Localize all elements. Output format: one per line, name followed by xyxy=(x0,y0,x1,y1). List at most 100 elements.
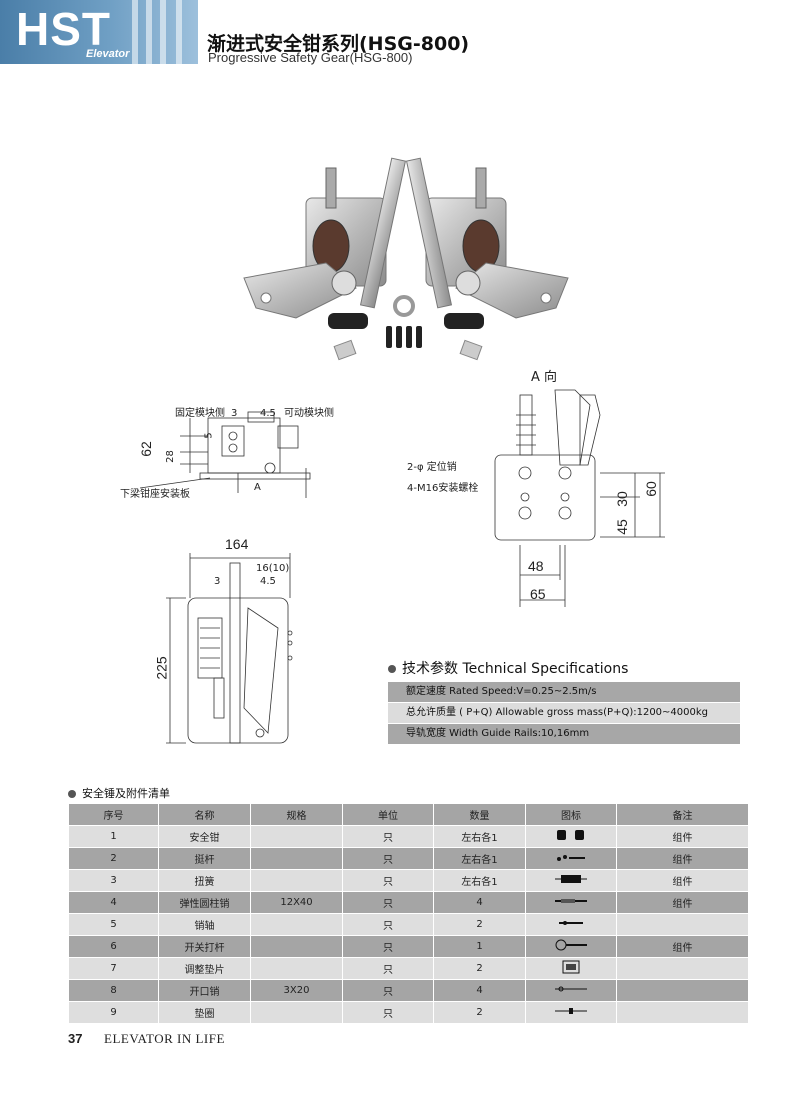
page-title-cn: 渐进式安全钳系列(HSG-800) xyxy=(207,33,470,55)
safety-gear-pair-icon xyxy=(525,825,617,848)
table-header-col-note: 备注 xyxy=(616,803,749,826)
shim-icon xyxy=(525,957,617,980)
switch-lever-icon xyxy=(525,935,617,958)
table-cell-col-unit: 只 xyxy=(342,913,434,936)
side-view-drawing xyxy=(166,553,293,744)
logo-text: HST xyxy=(16,3,111,55)
table-cell-col-no: 9 xyxy=(68,1001,159,1024)
dim-164: 164 xyxy=(225,536,249,552)
dim-45: 45 xyxy=(613,519,630,535)
brand-logo: HST Elevator xyxy=(0,0,198,64)
table-cell-col-spec xyxy=(250,869,343,892)
table-cell-col-no: 5 xyxy=(68,913,159,936)
product-photo xyxy=(243,157,569,361)
table-cell-col-qty: 2 xyxy=(433,957,526,980)
label-mount-plate: 下梁钳座安装板 xyxy=(120,489,190,500)
accessories xyxy=(328,295,484,361)
table-header-row: 序号名称规格单位数量图标备注 xyxy=(68,803,749,826)
table-header-col-icon: 图标 xyxy=(525,803,617,826)
table-cell-col-spec: 3X20 xyxy=(250,979,343,1002)
table-cell-col-no: 8 xyxy=(68,979,159,1002)
table-cell-col-qty: 2 xyxy=(433,1001,526,1024)
label-fixed-side: 固定模块侧 xyxy=(175,408,225,419)
table-cell-col-qty: 左右各1 xyxy=(433,847,526,870)
table-cell-col-qty: 4 xyxy=(433,979,526,1002)
dim-62: 62 xyxy=(137,441,154,457)
table-cell-col-qty: 左右各1 xyxy=(433,869,526,892)
footer-slogan: ELEVATOR IN LIFE xyxy=(104,1031,225,1046)
table-cell-col-name: 弹性圆柱销 xyxy=(158,891,251,914)
dim-60: 60 xyxy=(642,481,659,497)
table-cell-col-note xyxy=(616,979,749,1002)
table-cell-col-note: 组件 xyxy=(616,935,749,958)
spec-row-guide: 导轨宽度 Width Guide Rails:10,16mm xyxy=(388,724,740,744)
dim-16-10: 16(10) xyxy=(256,563,290,574)
table-cell-col-unit: 只 xyxy=(342,1001,434,1024)
table-cell-col-no: 7 xyxy=(68,957,159,980)
specs-heading: 技术参数 Technical Specifications xyxy=(388,658,628,678)
dim-48: 48 xyxy=(528,558,544,574)
dim-30: 30 xyxy=(613,491,630,507)
bullet-icon xyxy=(68,790,76,798)
table-cell-col-note xyxy=(616,913,749,936)
table-cell-col-name: 开口销 xyxy=(158,979,251,1002)
dim-3-front: 3 xyxy=(231,408,238,419)
table-cell-col-spec xyxy=(250,1001,343,1024)
table-cell-col-note: 组件 xyxy=(616,825,749,848)
cotter-pin-icon xyxy=(525,979,617,1002)
dim-65: 65 xyxy=(530,586,546,602)
table-cell-col-name: 调整垫片 xyxy=(158,957,251,980)
label-locating-pin: 2-φ 定位销 xyxy=(407,462,457,473)
table-cell-col-name: 安全钳 xyxy=(158,825,251,848)
dim-225: 225 xyxy=(153,656,170,680)
table-cell-col-name: 垫圈 xyxy=(158,1001,251,1024)
table-cell-col-unit: 只 xyxy=(342,869,434,892)
table-cell-col-no: 6 xyxy=(68,935,159,958)
table-cell-col-name: 挺杆 xyxy=(158,847,251,870)
spec-row-mass: 总允许质量 ( P+Q) Allowable gross mass(P+Q):1… xyxy=(388,703,740,723)
page-number: 37 xyxy=(68,1031,83,1046)
table-cell-col-qty: 2 xyxy=(433,913,526,936)
a-view-drawing xyxy=(494,389,665,607)
table-cell-col-note xyxy=(616,1001,749,1024)
table-cell-col-unit: 只 xyxy=(342,847,434,870)
table-cell-col-name: 销轴 xyxy=(158,913,251,936)
lift-rod-icon xyxy=(525,847,617,870)
left-safety-gear-unit xyxy=(243,157,407,319)
table-cell-col-note xyxy=(616,957,749,980)
spring-pin-icon xyxy=(525,891,617,914)
dim-28: 28 xyxy=(164,450,176,463)
table-header-col-unit: 单位 xyxy=(342,803,434,826)
a-view-title: A 向 xyxy=(531,370,558,385)
table-cell-col-spec xyxy=(250,825,343,848)
table-cell-col-name: 扭簧 xyxy=(158,869,251,892)
table-header-col-spec: 规格 xyxy=(250,803,343,826)
table-cell-col-spec xyxy=(250,847,343,870)
table-cell-col-no: 2 xyxy=(68,847,159,870)
front-view-drawing xyxy=(139,411,311,498)
dim-5-front: 5 xyxy=(203,432,215,439)
table-cell-col-spec xyxy=(250,935,343,958)
logo-subtext: Elevator xyxy=(86,48,130,60)
table-cell-col-unit: 只 xyxy=(342,935,434,958)
table-cell-col-spec xyxy=(250,957,343,980)
right-safety-gear-unit xyxy=(405,157,569,319)
spec-row-speed: 额定速度 Rated Speed:V=0.25~2.5m/s xyxy=(388,682,740,702)
table-header-col-qty: 数量 xyxy=(433,803,526,826)
page-title-en: Progressive Safety Gear(HSG-800) xyxy=(208,50,413,65)
washer-icon xyxy=(525,1001,617,1024)
dim-3-side: 3 xyxy=(214,576,221,587)
table-cell-col-no: 4 xyxy=(68,891,159,914)
table-cell-col-spec: 12X40 xyxy=(250,891,343,914)
bullet-icon xyxy=(388,665,396,673)
table-cell-col-unit: 只 xyxy=(342,891,434,914)
label-a-arrow: A xyxy=(254,482,261,493)
